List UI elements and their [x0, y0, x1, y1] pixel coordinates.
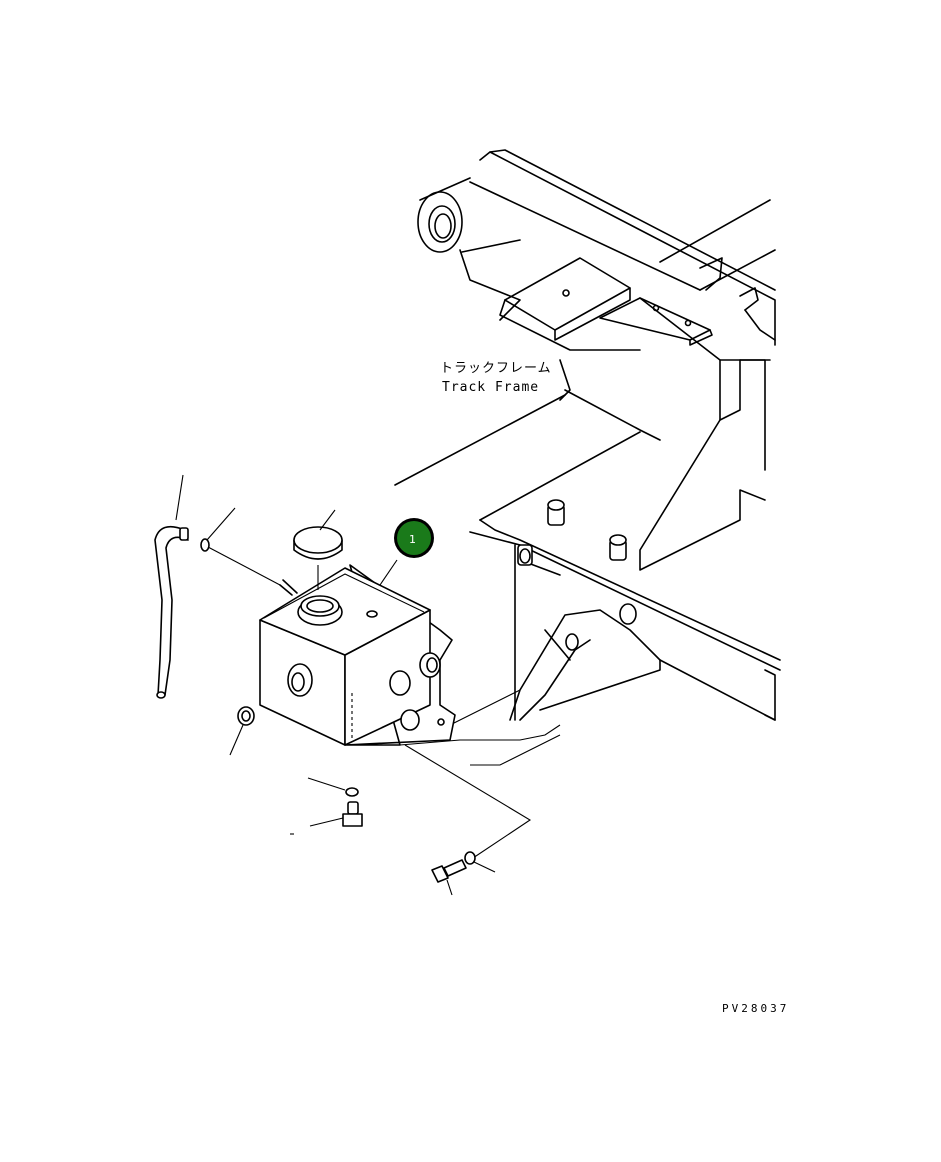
drain-plug [290, 801, 363, 835]
side-port-1 [389, 670, 411, 696]
track-frame-label-jp: トラックフレーム [440, 361, 552, 376]
side-port-3 [400, 709, 420, 731]
mounting-leader-2 [399, 724, 561, 746]
cross-plate [504, 257, 631, 331]
side-bracket [599, 297, 711, 341]
track-frame [394, 149, 781, 721]
tank-cap [293, 509, 343, 590]
reservoir-tank [259, 564, 456, 746]
callout-1-number: 1 [409, 533, 416, 546]
washer [229, 706, 255, 756]
drain-gasket [307, 777, 359, 797]
mounting-bolt [404, 744, 532, 896]
tank-top-face [259, 567, 431, 656]
drawing-code: PV28037 [722, 1002, 789, 1015]
track-frame-label: トラックフレーム Track Frame [440, 361, 552, 395]
callout-1-leader [379, 559, 398, 586]
breather-elbow [200, 507, 298, 596]
callout-1[interactable]: 1 [379, 518, 434, 586]
callout-1-circle [397, 521, 431, 555]
rail-bosses [517, 499, 627, 566]
hose [154, 474, 189, 699]
track-frame-label-en: Track Frame [442, 380, 539, 395]
